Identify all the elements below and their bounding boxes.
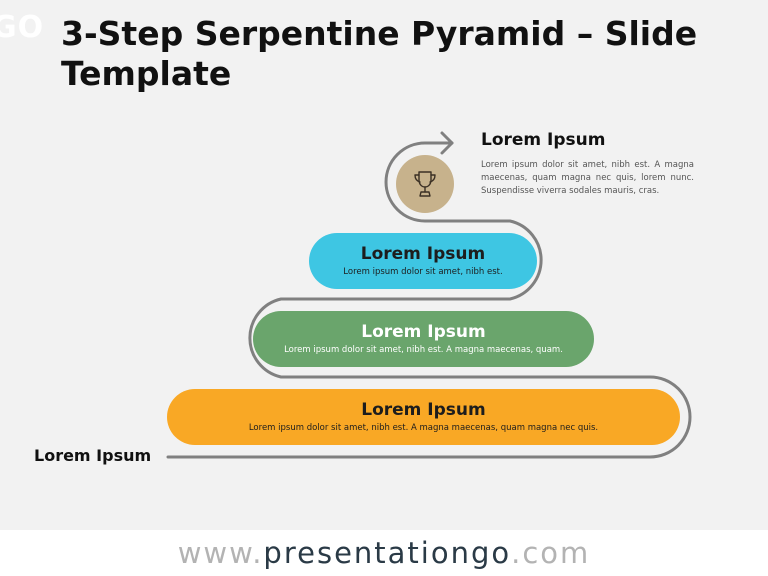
trophy-badge	[396, 155, 454, 213]
step-bar-middle: Lorem Ipsum Lorem ipsum dolor sit amet, …	[253, 311, 594, 367]
arrow-head-icon	[440, 131, 454, 155]
step-title: Lorem Ipsum	[361, 322, 486, 342]
logo-fragment: GO	[0, 10, 45, 45]
step-title: Lorem Ipsum	[361, 400, 486, 420]
footer-prefix: www.	[177, 536, 264, 570]
serpentine-path	[166, 131, 692, 459]
goal-title: Lorem Ipsum	[481, 130, 606, 150]
footer-suffix: .com	[511, 536, 591, 570]
trophy-icon	[414, 171, 436, 197]
footer-brand: presentationgo	[263, 536, 512, 570]
page-title: 3-Step Serpentine Pyramid – Slide Templa…	[61, 14, 698, 93]
start-label: Lorem Ipsum	[34, 446, 152, 465]
step-description: Lorem ipsum dolor sit amet, nibh est. A …	[284, 345, 563, 355]
step-description: Lorem ipsum dolor sit amet, nibh est. A …	[248, 423, 599, 433]
serpentine-line	[166, 141, 692, 459]
goal-description: Lorem ipsum dolor sit amet, nibh est. A …	[481, 160, 694, 196]
step-title: Lorem Ipsum	[360, 244, 486, 264]
slide-canvas: GO 3-Step Serpentine Pyramid – Slide Tem…	[0, 0, 768, 530]
footer-watermark: www.presentationgo.com	[0, 530, 768, 576]
step-bar-bottom: Lorem Ipsum Lorem ipsum dolor sit amet, …	[167, 389, 680, 445]
step-bar-top: Lorem Ipsum Lorem ipsum dolor sit amet, …	[309, 233, 537, 289]
step-description: Lorem ipsum dolor sit amet, nibh est.	[343, 267, 503, 277]
